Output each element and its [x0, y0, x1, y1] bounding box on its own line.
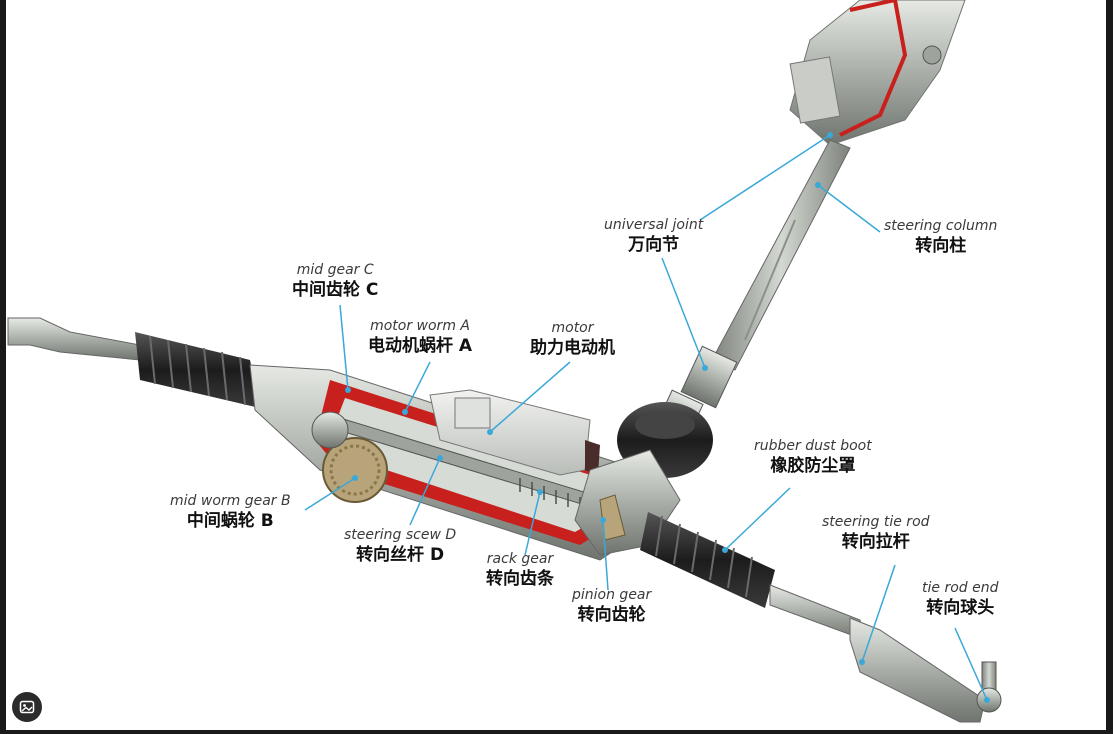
steering-column-housing: [789, 0, 966, 146]
dot-motor: [487, 429, 493, 435]
frame-edge-left: [0, 0, 6, 734]
label-rack-gear: rack gear 转向齿条: [486, 551, 554, 590]
dot-mid-worm-gear-b: [352, 475, 358, 481]
mid-worm-gear-part: [311, 411, 388, 503]
label-tie-rod-end: tie rod end 转向球头: [922, 580, 998, 619]
label-zh: 转向柱: [915, 235, 967, 256]
frame-edge-right: [1106, 0, 1113, 734]
frame-edge-bottom: [0, 730, 1113, 734]
dot-motor-worm-a: [402, 409, 408, 415]
leader-universal-joint-upper: [699, 134, 831, 221]
leader-motor: [489, 361, 571, 433]
leader-tie-rod-end: [954, 627, 988, 701]
dot-rack-gear: [537, 489, 543, 495]
label-en: motor: [551, 320, 594, 336]
dot-steering-column: [815, 182, 821, 188]
label-zh: 橡胶防尘罩: [770, 455, 856, 476]
leader-steering-tie-rod: [861, 564, 896, 663]
label-zh: 万向节: [628, 234, 680, 255]
label-en: motor worm A: [370, 318, 470, 334]
label-en: steering tie rod: [822, 514, 930, 530]
dot-rubber-dust-boot: [722, 547, 728, 553]
label-en: steering scew D: [344, 527, 457, 543]
label-en: rack gear: [486, 551, 554, 567]
dot-universal-joint: [702, 365, 708, 371]
leader-universal-joint: [661, 257, 706, 369]
label-en: mid worm gear B: [170, 493, 291, 509]
label-zh: 中间蜗轮 B: [186, 510, 274, 531]
dot-tie-rod-end: [984, 697, 990, 703]
leader-dots: [345, 132, 990, 703]
leader-rubber-dust-boot: [724, 487, 791, 551]
assist-motor: [429, 389, 600, 476]
leader-rack-gear: [524, 491, 541, 556]
label-en: tie rod end: [922, 580, 999, 596]
label-en: pinion gear: [572, 587, 652, 603]
label-universal-joint: universal joint 万向节: [604, 217, 703, 256]
dot-universal-joint-upper: [827, 132, 833, 138]
label-mid-gear-c: mid gear C 中间齿轮 C: [292, 262, 378, 301]
label-motor-worm-a: motor worm A 电动机蜗杆 A: [368, 318, 472, 357]
leader-mid-worm-gear-b: [304, 477, 356, 511]
label-zh: 转向丝杆 D: [356, 544, 445, 565]
dot-steering-tie-rod: [859, 659, 865, 665]
label-en: mid gear C: [296, 262, 374, 278]
label-zh: 转向拉杆: [841, 531, 910, 552]
dot-steering-scew-d: [437, 455, 443, 461]
image-glyph-icon: [19, 700, 35, 714]
image-icon[interactable]: [12, 692, 42, 722]
right-rubber-boot: [640, 512, 775, 608]
rack-housing: [249, 364, 661, 561]
label-steering-column: steering column 转向柱: [884, 218, 997, 257]
label-zh: 助力电动机: [530, 337, 615, 358]
leader-steering-scew-d: [409, 457, 441, 526]
label-pinion-gear: pinion gear 转向齿轮: [572, 587, 651, 626]
left-tie-rod: [7, 317, 141, 361]
label-steering-tie-rod: steering tie rod 转向拉杆: [822, 514, 930, 553]
steering-column-shaft: [711, 139, 851, 371]
label-zh: 转向齿轮: [577, 604, 646, 625]
leader-mid-gear-c: [339, 304, 349, 391]
label-zh: 转向球头: [926, 597, 995, 618]
label-zh: 中间齿轮 C: [292, 279, 379, 300]
label-en: rubber dust boot: [754, 438, 872, 454]
label-rubber-dust-boot: rubber dust boot 橡胶防尘罩: [754, 438, 872, 477]
leader-pinion-gear: [602, 519, 609, 591]
label-motor: motor 助力电动机: [530, 320, 615, 359]
label-mid-worm-gear-b: mid worm gear B 中间蜗轮 B: [170, 493, 291, 532]
label-en: universal joint: [604, 217, 704, 233]
label-zh: 电动机蜗杆 A: [368, 335, 473, 356]
label-zh: 转向齿条: [486, 568, 554, 589]
leader-steering-column: [817, 184, 881, 233]
dot-mid-gear-c: [345, 387, 351, 393]
dot-pinion-gear: [600, 517, 606, 523]
label-steering-scew-d: steering scew D 转向丝杆 D: [344, 527, 456, 566]
label-en: steering column: [884, 218, 998, 234]
leader-motor-worm-a: [404, 361, 431, 413]
left-rubber-boot: [135, 332, 260, 408]
leader-lines: [304, 134, 988, 701]
